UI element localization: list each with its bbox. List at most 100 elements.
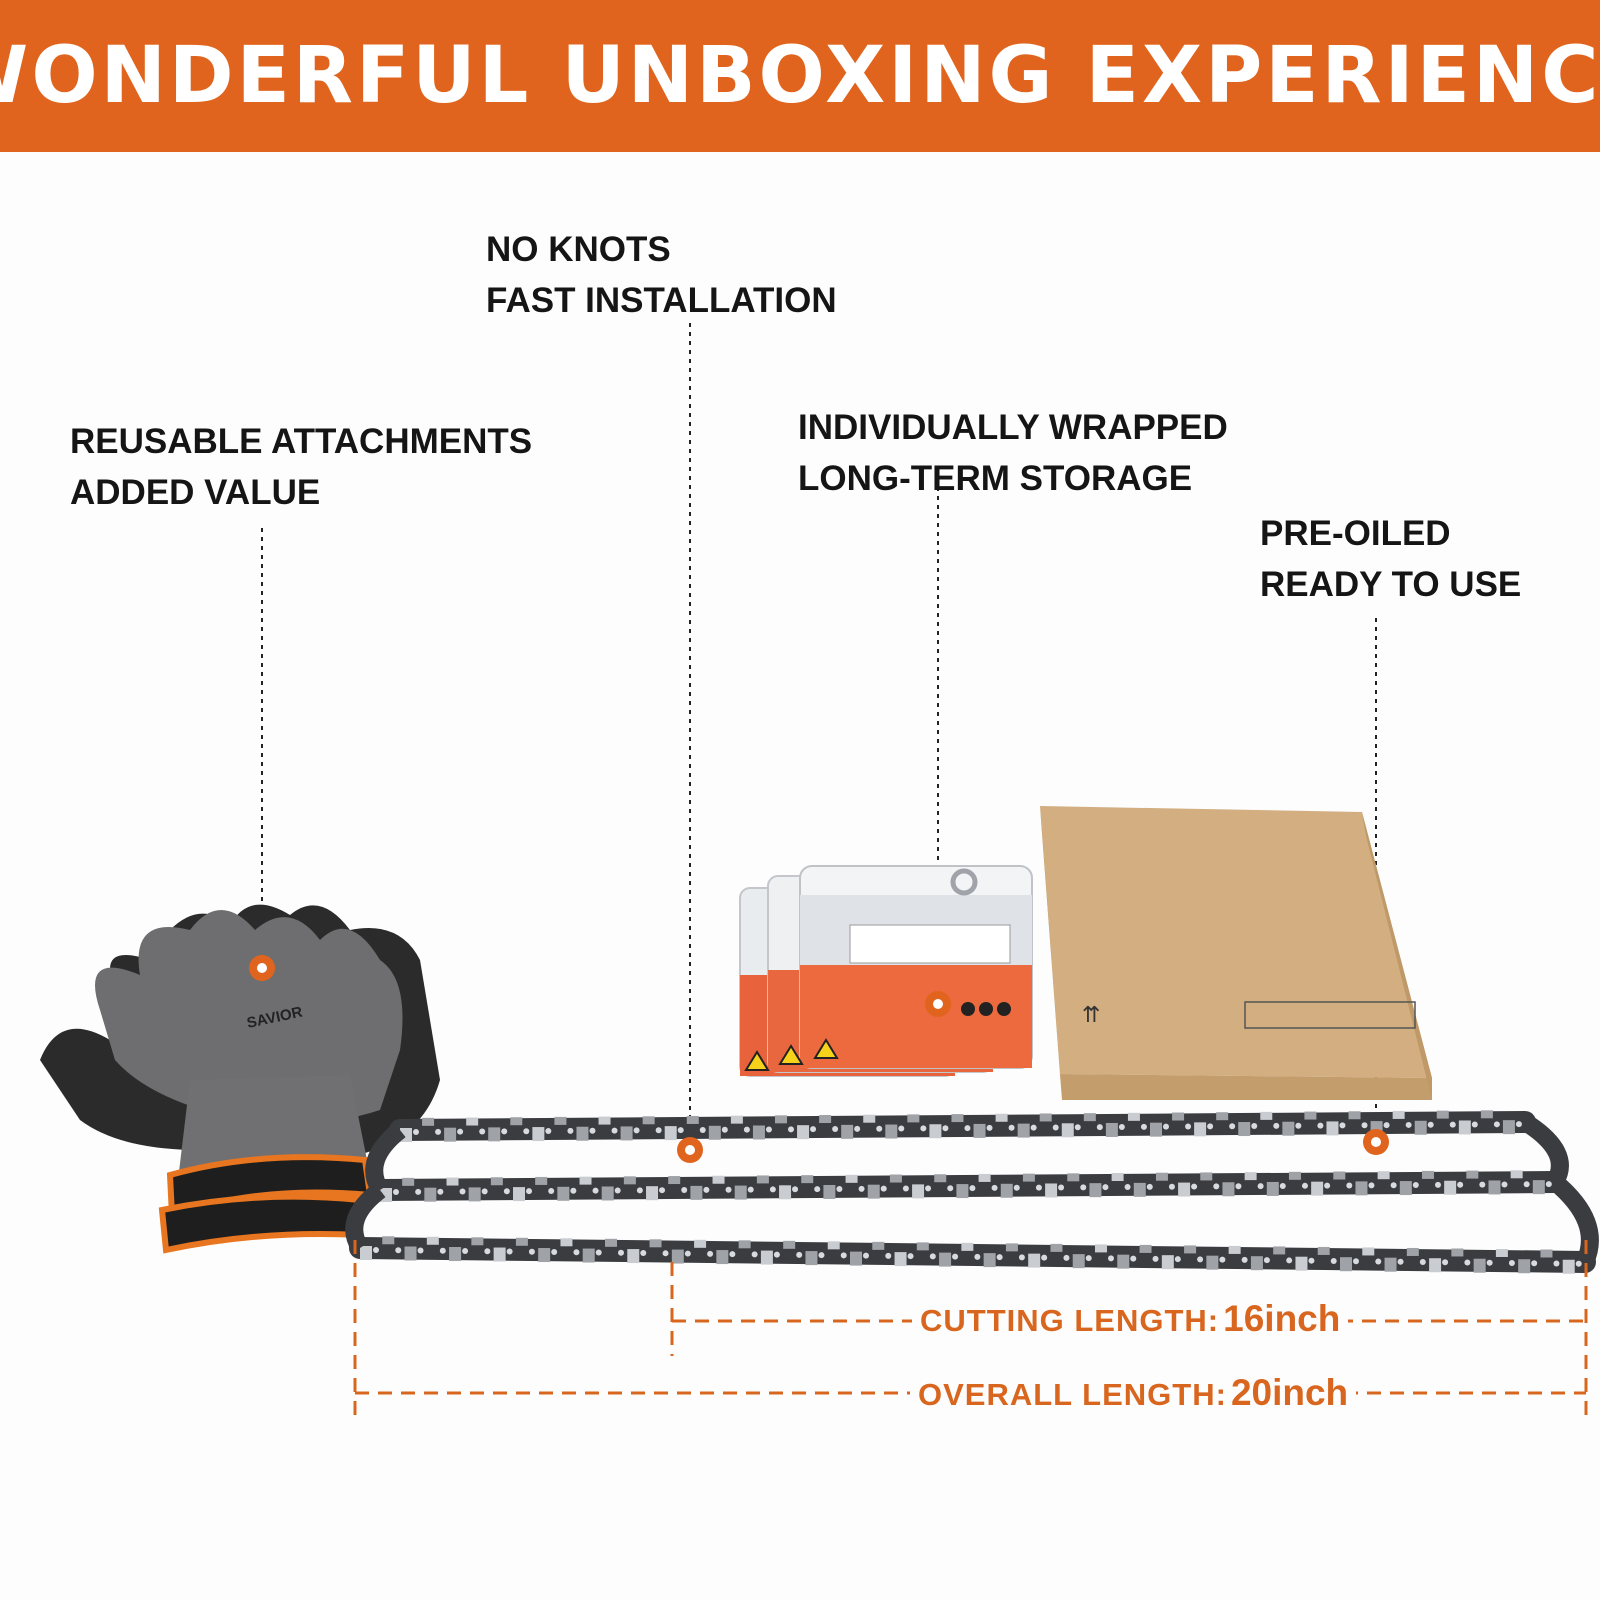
chain-rivet	[1096, 1124, 1103, 1131]
chain-link	[716, 1250, 729, 1265]
chain-rivet	[1383, 1122, 1390, 1129]
header-banner: WONDERFUL UNBOXING EXPERIENCE	[0, 0, 1600, 152]
chain-link	[1414, 1120, 1427, 1135]
callout-gloves-line1: REUSABLE ATTACHMENTS	[70, 422, 533, 461]
chain-turn	[345, 1182, 386, 1253]
chain-rivet	[1152, 1255, 1159, 1262]
chain-rivet	[655, 1127, 662, 1134]
chain-link	[579, 1176, 592, 1185]
chain-link	[1288, 1171, 1301, 1180]
chain-rivet	[1346, 1182, 1353, 1189]
chain-rivet	[1515, 1121, 1522, 1128]
chain-link	[738, 1240, 751, 1249]
chain-link	[929, 1124, 942, 1139]
chain-link	[627, 1249, 640, 1264]
chain-link	[1172, 1112, 1185, 1121]
chain-rivet	[1295, 1122, 1302, 1129]
dimension-lines	[353, 1240, 1588, 1420]
chain-link	[775, 1115, 787, 1124]
callout-chain-line1: NO KNOTS	[486, 230, 671, 269]
chain-bags-image	[739, 865, 1033, 1077]
chain-link	[664, 1126, 677, 1141]
chain-link	[961, 1242, 974, 1251]
chain-rivet	[1279, 1182, 1286, 1189]
chain-link	[360, 1246, 372, 1260]
chain-rivet	[773, 1251, 780, 1258]
chain-link	[1266, 1181, 1279, 1196]
chain-link	[1495, 1248, 1508, 1257]
chain-rivet	[1191, 1183, 1198, 1190]
chain-link	[1050, 1243, 1063, 1252]
chain-rivet	[1301, 1182, 1308, 1189]
chain-rivet	[947, 1185, 954, 1192]
chain-link	[939, 1252, 952, 1267]
chain-link	[805, 1251, 818, 1266]
cutting-length-key: CUTTING LENGTH:	[920, 1303, 1220, 1338]
chain-rivet	[1419, 1258, 1426, 1265]
bag-front	[744, 865, 1033, 1071]
chain-link	[907, 1114, 920, 1123]
chain-rivet	[743, 1126, 750, 1133]
chain-link	[1067, 1173, 1080, 1182]
chain-link	[424, 1187, 437, 1202]
callout-gloves-line2: ADDED VALUE	[70, 473, 321, 512]
chain-link	[488, 1127, 501, 1142]
chain-link	[576, 1126, 589, 1141]
chain-rivet	[1235, 1183, 1242, 1190]
chain-rivet	[974, 1253, 981, 1260]
chain-link	[1436, 1110, 1449, 1119]
chain-rivet	[840, 1252, 847, 1259]
chain-link	[1562, 1259, 1575, 1274]
chain-rivet	[484, 1248, 491, 1255]
chain-link	[734, 1185, 747, 1200]
chain-rivet	[459, 1188, 466, 1195]
chain-link	[885, 1124, 898, 1139]
chain-rivet	[854, 1125, 861, 1132]
chain-rivet	[1457, 1181, 1464, 1188]
chain-link	[730, 1115, 743, 1124]
chain-link	[557, 1186, 570, 1201]
chain-link	[554, 1116, 567, 1125]
chain-rivet	[1390, 1182, 1397, 1189]
chain-rivet	[1074, 1124, 1081, 1131]
chain-link	[752, 1125, 765, 1140]
chain-link	[1133, 1182, 1146, 1197]
chain-link	[1117, 1254, 1130, 1269]
chain-link	[1238, 1122, 1251, 1137]
chain-link	[1200, 1172, 1213, 1181]
chain-rivet	[747, 1186, 754, 1193]
chain-rivet	[1140, 1123, 1147, 1130]
chain-link	[535, 1176, 548, 1185]
chain-rivet	[1146, 1183, 1153, 1190]
chain-rivet	[1442, 1259, 1449, 1266]
chain-link	[1000, 1183, 1013, 1198]
chain-rivet	[902, 1185, 909, 1192]
chain-rivet	[1501, 1181, 1508, 1188]
chain-link	[449, 1247, 462, 1262]
chain-link	[510, 1117, 523, 1126]
chain-rivet	[952, 1253, 959, 1260]
chain-link	[1005, 1243, 1018, 1252]
chain-link	[1333, 1171, 1346, 1180]
chain-rivet	[503, 1188, 510, 1195]
chain-rivet	[1434, 1181, 1441, 1188]
chain-link	[712, 1175, 725, 1184]
chain-link	[1326, 1121, 1339, 1136]
chain-rivet	[907, 1253, 914, 1260]
chain-rivet	[818, 1252, 825, 1259]
chain-link	[797, 1125, 810, 1140]
chain-link	[1260, 1111, 1273, 1120]
chain-rivet	[435, 1128, 442, 1135]
chain-link	[995, 1113, 1008, 1122]
chain-rivet	[1229, 1123, 1236, 1130]
chain-rivet	[969, 1185, 976, 1192]
chain-rivet	[1361, 1122, 1368, 1129]
chain-rivet	[810, 1126, 817, 1133]
chain-rivet	[677, 1127, 684, 1134]
chain-rivet	[1197, 1256, 1204, 1263]
chain-rivet	[437, 1188, 444, 1195]
chain-link	[801, 1175, 814, 1184]
callout-oiled: PRE-OILED READY TO USE	[1260, 508, 1521, 610]
this-side-up-icon: ⇈	[1082, 1003, 1100, 1028]
chain-rivet	[1405, 1121, 1412, 1128]
